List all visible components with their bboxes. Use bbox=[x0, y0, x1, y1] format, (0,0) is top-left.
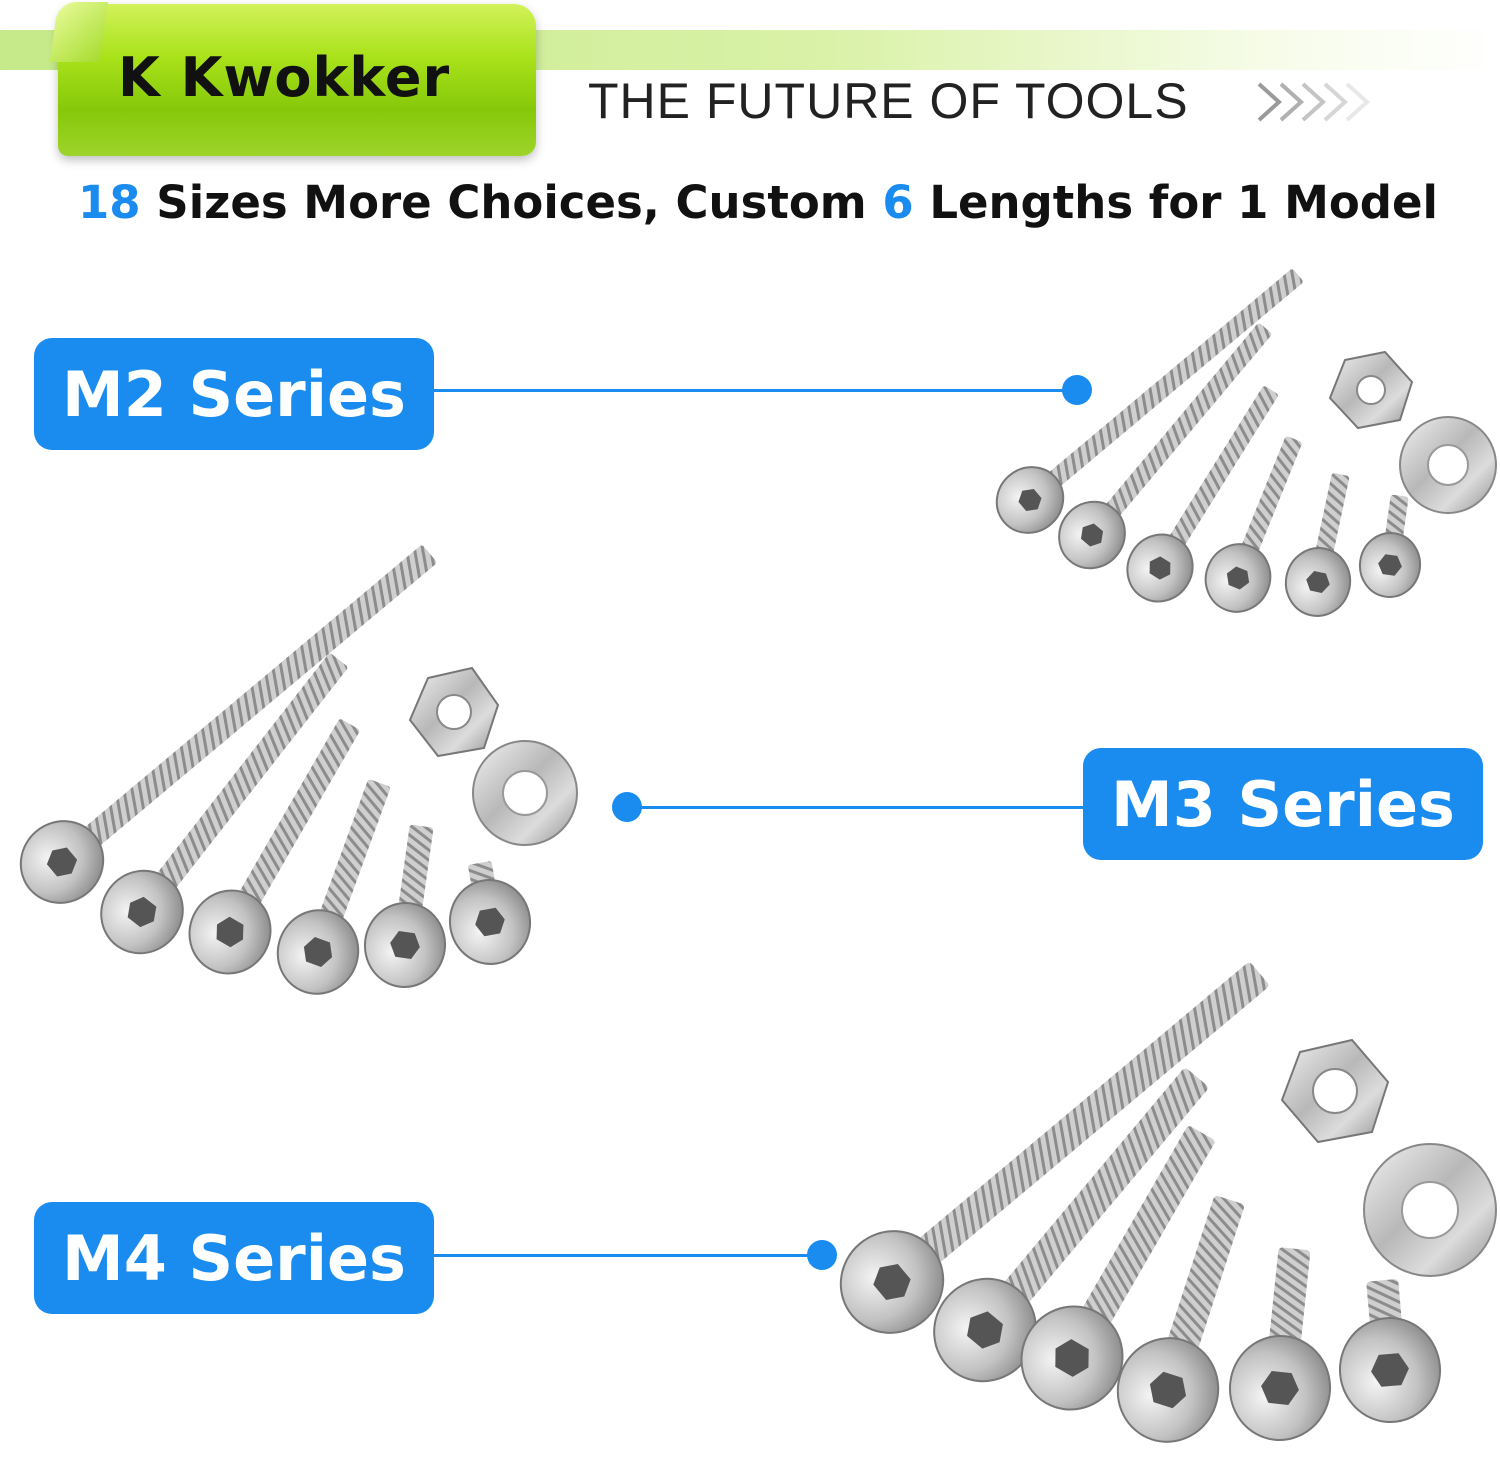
m3-connector-line bbox=[627, 806, 1083, 809]
tagline: THE FUTURE OF TOOLS bbox=[588, 73, 1189, 129]
m2-connector-line bbox=[434, 389, 1077, 392]
headline-number-lengths: 6 bbox=[882, 176, 914, 229]
chevrons-icon bbox=[1257, 82, 1370, 122]
brand-logo: K Kwokker bbox=[118, 46, 451, 109]
headline-number-sizes: 18 bbox=[78, 176, 141, 229]
m3-series-badge: M3 Series bbox=[1083, 748, 1483, 860]
m2-series-badge: M2 Series bbox=[34, 338, 434, 450]
headline: 18 Sizes More Choices, Custom 6 Lengths … bbox=[78, 176, 1478, 229]
m4-connector-dot bbox=[807, 1240, 837, 1270]
headline-text-2: Lengths for 1 Model bbox=[913, 176, 1438, 229]
m3-connector-dot bbox=[612, 792, 642, 822]
m4-screw-group bbox=[839, 962, 1497, 1443]
m2-connector-dot bbox=[1062, 375, 1092, 405]
headline-text-1: Sizes More Choices, Custom bbox=[140, 176, 883, 229]
m4-connector-line bbox=[434, 1254, 822, 1257]
brand-logo-tab bbox=[58, 4, 536, 156]
m3-screw-group bbox=[19, 545, 578, 995]
m2-screw-group bbox=[995, 269, 1497, 617]
m4-series-badge: M4 Series bbox=[34, 1202, 434, 1314]
